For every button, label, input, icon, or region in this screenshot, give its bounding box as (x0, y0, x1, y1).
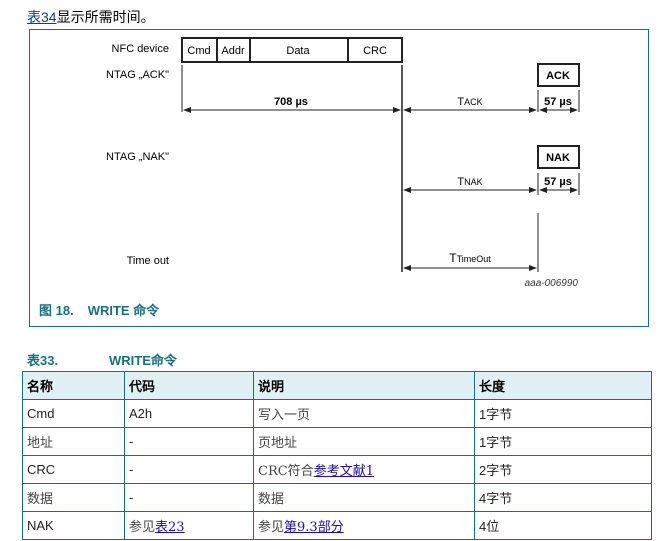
code-text: 参见 (129, 520, 156, 535)
table-row: 地址 - 页地址 1字节 (22, 427, 652, 456)
header-name: 名称 (22, 371, 125, 400)
cell-code: - (124, 427, 254, 456)
cell-description: CRC符合参考文献1 (253, 455, 475, 484)
header-code: 代码 (124, 371, 254, 400)
nak-label: NAK (546, 152, 570, 164)
cell-description: 数据 (253, 483, 475, 512)
t-ack-label: TACK (457, 96, 482, 108)
cell-description: 页地址 (253, 427, 475, 456)
header-description: 说明 (253, 371, 475, 400)
cell-description: 参见第9.3部分 (253, 511, 475, 540)
table-caption: 表33. WRITE命令 (27, 350, 177, 369)
table-34-link[interactable]: 表34 (27, 9, 57, 25)
cell-name: CRC (22, 455, 125, 484)
cell-length: 4字节 (474, 483, 652, 512)
cell-length: 4位 (474, 511, 652, 540)
write-frame (181, 37, 403, 63)
section-9-3-link[interactable]: 第9.3部分 (284, 520, 344, 535)
cell-code: - (124, 483, 254, 512)
figure-caption: 图 18. WRITE 命令 (39, 300, 159, 319)
table-number: 表33. (27, 353, 59, 368)
figure-id: aaa-006990 (525, 278, 579, 289)
table-23-link[interactable]: 表23 (155, 520, 185, 535)
row-label-nfc-device: NFC device (112, 43, 169, 55)
field-cmd: Cmd (187, 45, 210, 57)
cell-length: 1字节 (474, 427, 652, 456)
cell-description: 写入一页 (253, 399, 475, 428)
cell-code: - (124, 455, 254, 484)
cell-length: 1字节 (474, 399, 652, 428)
table-row: CRC - CRC符合参考文献1 2字节 (22, 455, 652, 484)
row-label-timeout: Time out (127, 255, 169, 267)
intro-text: 显示所需时间。 (56, 10, 155, 26)
table-header-row: 名称 代码 说明 长度 (22, 371, 652, 400)
ack-duration: 57 µs (544, 96, 572, 108)
cell-name: NAK (22, 511, 125, 540)
table-row: NAK 参见表23 参见第9.3部分 4位 (22, 511, 652, 540)
cell-code: 参见表23 (124, 511, 254, 540)
field-crc: CRC (363, 45, 387, 57)
cell-name: 地址 (22, 427, 125, 456)
write-command-table: 名称 代码 说明 长度 Cmd A2h 写入一页 1字节 地址 - 页地址 1字… (22, 371, 652, 540)
description-text: CRC符合 (258, 464, 314, 479)
intro-paragraph: 表34显示所需时间。 (27, 8, 155, 27)
t-nak-label: TNAK (457, 176, 482, 188)
reference-1-link[interactable]: 参考文献1 (313, 464, 374, 479)
cell-name: Cmd (22, 399, 125, 428)
field-data: Data (286, 45, 310, 57)
nak-box (537, 145, 580, 169)
row-label-ntag-nak: NTAG „NAK" (106, 151, 169, 163)
timing-diagram-figure: NFC device NTAG „ACK" NTAG „NAK" Time ou… (29, 29, 649, 327)
table-row: 数据 - 数据 4字节 (22, 483, 652, 512)
cell-name: 数据 (22, 483, 125, 512)
row-label-ntag-ack: NTAG „ACK" (106, 69, 169, 81)
duration-708us: 708 µs (274, 96, 308, 108)
header-length: 长度 (474, 371, 652, 400)
cell-code: A2h (124, 399, 254, 428)
ack-label: ACK (546, 70, 570, 82)
ack-box (537, 63, 580, 87)
nak-duration: 57 µs (544, 176, 572, 188)
timing-diagram: NFC device NTAG „ACK" NTAG „NAK" Time ou… (106, 37, 580, 289)
figure-title: WRITE 命令 (87, 303, 160, 318)
t-timeout-label: TTimeOut (449, 251, 491, 265)
table-row: Cmd A2h 写入一页 1字节 (22, 399, 652, 428)
field-addr: Addr (221, 45, 245, 57)
cell-length: 2字节 (474, 455, 652, 484)
figure-number: 图 18. (39, 303, 74, 318)
description-text: 参见 (258, 520, 285, 535)
table-title: WRITE命令 (109, 353, 177, 368)
